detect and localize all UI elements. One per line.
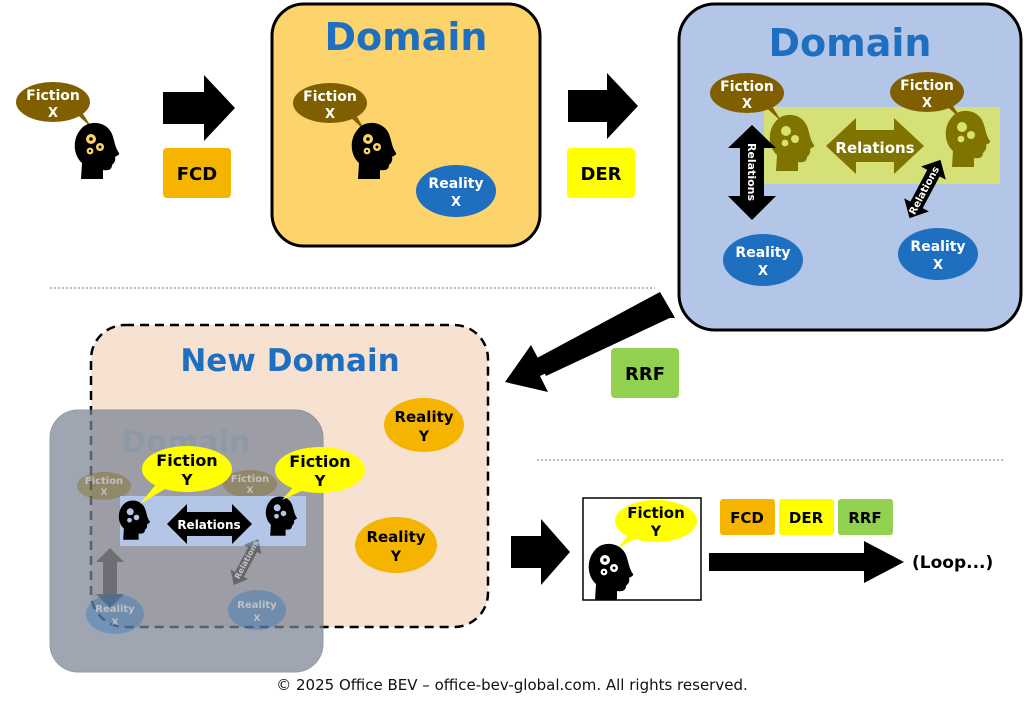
der-legend-label: DER (789, 509, 824, 527)
rrf-legend-label: RRF (848, 509, 881, 527)
fiction-label: Fiction (26, 88, 80, 104)
domain-title-blue: Domain (769, 21, 932, 65)
faded-reality-bubble-x2: Reality X (228, 590, 286, 630)
der-legend-box (779, 499, 834, 535)
fiction-bubble-x1: Fiction X (16, 82, 92, 128)
reality-label: Reality (428, 176, 483, 192)
fiction-bubble-x3: Fiction X (710, 73, 784, 122)
relations-arrow-vertical (728, 125, 776, 220)
old-domain-faded: Domain Fiction X Fiction X Relations (49, 409, 365, 673)
x-label: X (922, 96, 932, 111)
new-domain-title: New Domain (180, 343, 399, 379)
fiction-bubble-shape (293, 83, 367, 123)
fcd-legend-label: FCD (730, 509, 764, 527)
fiction-label: Fiction (720, 79, 774, 95)
faded-relations-vertical (96, 548, 124, 608)
reality-bubble-y1: Reality Y (384, 398, 464, 452)
rrf-legend-box (838, 499, 893, 535)
faded-relations-diagonal (230, 539, 262, 585)
relations-arrow-horizontal (826, 118, 924, 174)
fiction-bubble-y1: Fiction Y (140, 446, 232, 504)
reality-label: Reality (95, 604, 135, 615)
faded-fiction-bubble-x2: Fiction X (223, 470, 277, 498)
x-label: X (742, 97, 752, 112)
x-label: X (112, 618, 119, 628)
fiction-bubble-y2: Fiction Y (275, 447, 365, 500)
faded-fiction-bubble-x1: Fiction X (77, 472, 131, 500)
fiction-bubble-shape (890, 72, 964, 112)
fcd-step-label: FCD (177, 164, 217, 185)
faded-reality-bubble-x1: Reality X (86, 594, 144, 634)
rrf-step-box (611, 348, 679, 398)
reality-label: Reality (366, 528, 425, 546)
relations-arrow-diagonal (904, 159, 946, 219)
thinker-final-box: Fiction Y (582, 497, 702, 601)
loop-arrow (709, 541, 904, 583)
head-icon (588, 543, 634, 600)
fiction-label: Fiction (231, 474, 269, 485)
y-label: Y (418, 429, 430, 445)
relations-label-new: Relations (177, 518, 240, 532)
fiction-bubble-x4: Fiction X (890, 72, 964, 120)
der-step-box (567, 148, 635, 198)
reality-label: Reality (237, 600, 277, 611)
fiction-bubble-shape (16, 82, 90, 122)
head-icon (351, 122, 397, 179)
fiction-label: Fiction (85, 476, 123, 487)
arrow-right-4 (511, 519, 570, 585)
x-label: X (933, 258, 943, 273)
loop-label: (Loop...) (912, 553, 993, 573)
y-label: Y (390, 549, 402, 565)
rrf-step-label: RRF (625, 364, 665, 385)
head-icon (265, 496, 297, 536)
arrow-diagonal-rrf-body (537, 292, 674, 376)
relations-arrow-new (167, 504, 252, 544)
reality-bubble-x2: Reality X (723, 234, 803, 286)
fiction-label: Fiction (156, 451, 217, 470)
der-step-label: DER (580, 164, 621, 185)
domain-title-yellow: Domain (325, 15, 488, 59)
domain-box-blue: Domain Fiction X Fiction X Relations Rel… (677, 2, 1023, 332)
reality-label: Reality (735, 245, 790, 261)
relations-label-vertical: Relations (745, 143, 758, 202)
x-label: X (101, 488, 108, 498)
y-label: Y (181, 471, 194, 489)
x-label: X (48, 106, 58, 121)
fiction-bubble-y3: Fiction Y (615, 500, 697, 548)
y-label: Y (314, 472, 327, 490)
x-label: X (247, 486, 254, 496)
x-label: X (451, 195, 461, 210)
fiction-bubble-shape (710, 73, 784, 113)
copyright-footer: © 2025 Office BEV – office-bev-global.co… (276, 676, 748, 694)
reality-bubble-x1: Reality X (416, 165, 496, 217)
x-label: X (325, 107, 335, 122)
domain-box-yellow: Domain Fiction X Reality X (270, 2, 542, 248)
fiction-label: Fiction (303, 89, 357, 105)
fiction-label: Fiction (900, 78, 954, 94)
fiction-label: Fiction (289, 452, 350, 471)
reality-label: Reality (910, 239, 965, 255)
x-label: X (254, 614, 261, 624)
thinker-isolated: Fiction X (16, 82, 120, 179)
x-label: X (758, 264, 768, 279)
fcd-step-box (163, 148, 231, 198)
arrow-right-2 (568, 73, 638, 139)
reality-bubble-x3: Reality X (898, 228, 978, 280)
head-icon (118, 500, 150, 540)
fcd-legend-box (720, 499, 775, 535)
fiction-label: Fiction (627, 504, 685, 522)
reality-label: Reality (394, 408, 453, 426)
arrow-right-1 (163, 75, 235, 141)
head-icon (769, 114, 815, 171)
reality-bubble-y2: Reality Y (355, 517, 437, 573)
head-icon (74, 122, 120, 179)
head-icon (945, 110, 991, 167)
relations-label-horizontal: Relations (835, 139, 914, 157)
y-label: Y (650, 524, 662, 540)
